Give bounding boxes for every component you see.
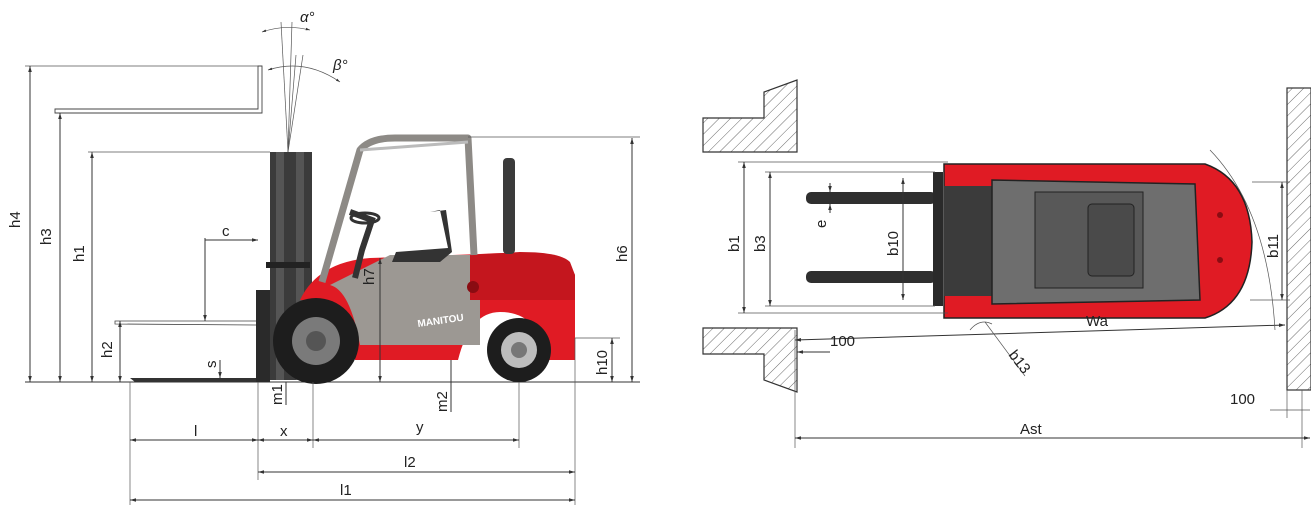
label-b3: b3 <box>752 235 769 252</box>
label-h2: h2 <box>99 341 116 358</box>
label-l2: l2 <box>404 454 416 471</box>
wall-right <box>1286 87 1311 391</box>
label-beta: β° <box>332 57 348 74</box>
label-m2: m2 <box>434 391 451 412</box>
label-e: e <box>813 220 830 228</box>
steering-column <box>348 209 376 279</box>
label-h7: h7 <box>361 268 378 285</box>
cab-lower-panel <box>330 255 480 345</box>
ground-forks <box>130 378 265 382</box>
label-b13: b13 <box>1005 347 1034 377</box>
label-h6: h6 <box>614 245 631 262</box>
top-forks <box>806 172 943 306</box>
label-b1: b1 <box>726 235 743 252</box>
side-view: MANITOU <box>7 9 640 505</box>
label-h10: h10 <box>594 350 611 375</box>
tail-light <box>467 281 479 293</box>
fork-h2-outline <box>114 320 259 326</box>
label-m1: m1 <box>269 384 286 405</box>
label-b10: b10 <box>885 231 902 256</box>
label-clearance-right: 100 <box>1230 391 1255 408</box>
steering-wheel <box>349 211 381 225</box>
seat <box>392 210 452 262</box>
rear-wheel <box>487 318 551 382</box>
label-b11: b11 <box>1265 234 1282 258</box>
side-view-labels: h4 h3 h1 h2 c s h6 h7 h10 m1 m2 l x y l2… <box>7 9 631 499</box>
height-dimensions <box>28 66 640 412</box>
label-wa: Wa <box>1086 313 1109 330</box>
top-view: b1 b3 e b10 b11 b13 Wa Ast 100 100 <box>702 79 1311 448</box>
label-l: l <box>194 423 197 440</box>
wall-bottom-left <box>702 327 798 393</box>
label-s: s <box>203 361 220 369</box>
wall-top-left <box>702 79 798 153</box>
label-l1: l1 <box>340 482 352 499</box>
raised-fork-outline <box>54 65 263 114</box>
tilt-angle-lines <box>261 21 341 153</box>
label-h1: h1 <box>71 245 88 262</box>
label-h3: h3 <box>38 228 55 245</box>
length-dimensions <box>129 338 576 505</box>
label-alpha: α° <box>300 9 315 26</box>
label-h4: h4 <box>7 211 24 228</box>
counterweight <box>470 252 575 300</box>
top-mast-block <box>944 186 1000 296</box>
label-x: x <box>280 423 288 440</box>
label-y: y <box>416 419 424 436</box>
front-wheel <box>273 298 359 384</box>
label-ast: Ast <box>1020 421 1043 438</box>
label-c: c <box>222 223 230 240</box>
label-clearance-left: 100 <box>830 333 855 350</box>
roof-panel <box>1087 203 1135 277</box>
top-dimensions <box>738 149 1310 448</box>
exhaust-pipe <box>503 158 515 254</box>
